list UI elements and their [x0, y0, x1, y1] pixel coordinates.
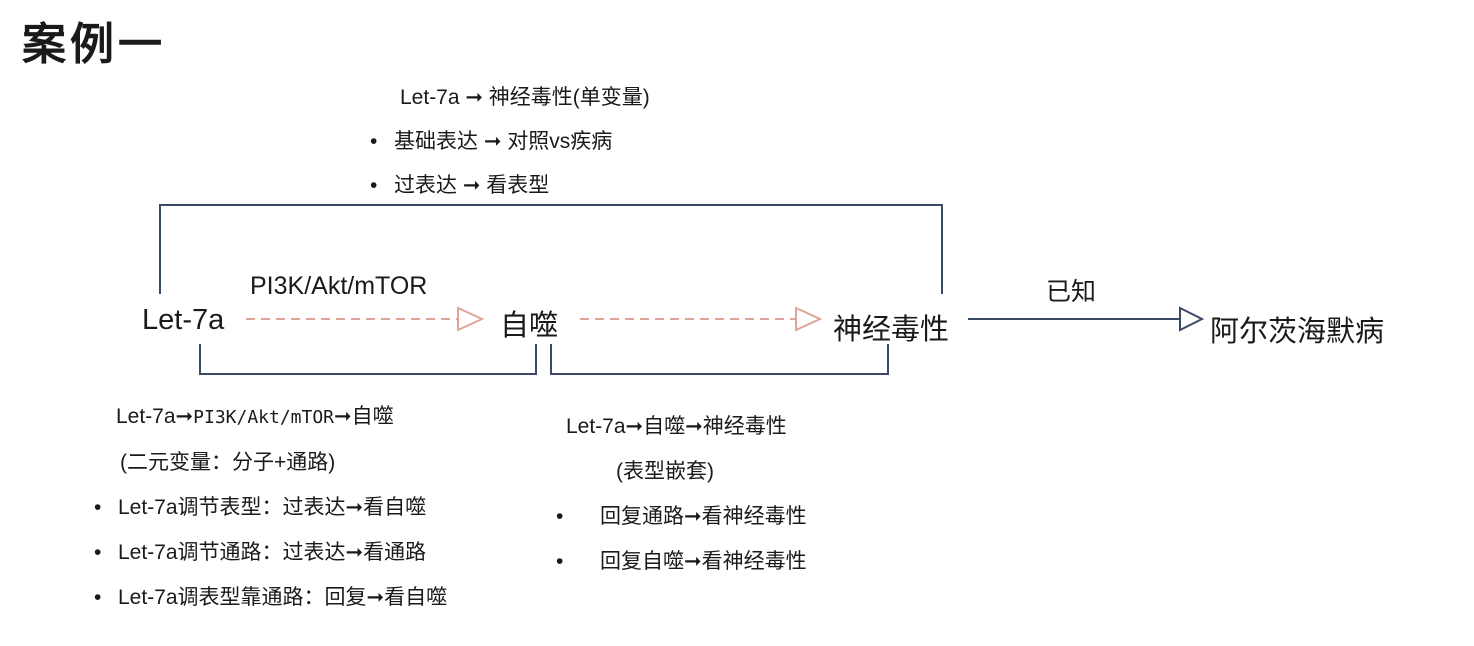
left-annotation-subheader: (二元变量：分子+通路)	[120, 451, 336, 474]
top-annotation-item: •基础表达 ➞ 对照vs疾病	[370, 120, 650, 164]
node-autophagy: 自噬	[500, 310, 559, 342]
node-let7a: Let-7a	[142, 304, 225, 336]
bullet-dot: •	[94, 496, 102, 519]
dashed-arrow-head-1	[457, 306, 485, 332]
mid-annotation-subheader: (表型嵌套)	[616, 460, 714, 483]
left-annotation-item: •Let-7a调节表型：过表达➞看自噬	[94, 485, 447, 530]
mid-annotation: Let-7a➞自噬➞神经毒性 (表型嵌套) •回复通路➞看神经毒性 •回复自噬➞…	[556, 404, 807, 584]
node-alzheimers: 阿尔茨海默病	[1210, 316, 1385, 348]
top-annotation: Let-7a ➞ 神经毒性(单变量) •基础表达 ➞ 对照vs疾病 •过表达 ➞…	[370, 76, 650, 208]
page-title: 案例一	[22, 19, 166, 70]
mid-annotation-item: •回复自噬➞看神经毒性	[556, 539, 807, 584]
left-annotation: Let-7a➞PI3K/Akt/mTOR➞自噬 (二元变量：分子+通路) •Le…	[94, 394, 447, 620]
bullet-dot: •	[370, 174, 378, 197]
top-annotation-header: Let-7a ➞ 神经毒性(单变量)	[400, 86, 650, 109]
bullet-dot: •	[556, 505, 564, 528]
edge-label-pathway: PI3K/Akt/mTOR	[250, 272, 428, 300]
bullet-dot: •	[370, 130, 378, 153]
bottom-bracket-left	[199, 344, 537, 375]
top-annotation-item: •过表达 ➞ 看表型	[370, 164, 650, 208]
mid-annotation-item: •回复通路➞看神经毒性	[556, 494, 807, 539]
left-annotation-header: Let-7a➞PI3K/Akt/mTOR➞自噬	[116, 405, 394, 428]
bullet-dot: •	[94, 541, 102, 564]
left-annotation-item: •Let-7a调节通路：过表达➞看通路	[94, 530, 447, 575]
bullet-dot: •	[94, 586, 102, 609]
bullet-dot: •	[556, 550, 564, 573]
dashed-arrow-head-2	[795, 306, 823, 332]
left-annotation-item: •Let-7a调表型靠通路：回复➞看自噬	[94, 575, 447, 620]
top-bracket	[159, 204, 943, 294]
mid-annotation-header: Let-7a➞自噬➞神经毒性	[566, 415, 787, 438]
edge-label-known: 已知	[1046, 278, 1097, 306]
solid-arrow-head	[1179, 306, 1205, 332]
node-neurotoxicity: 神经毒性	[833, 314, 950, 346]
bottom-bracket-mid	[550, 344, 889, 375]
